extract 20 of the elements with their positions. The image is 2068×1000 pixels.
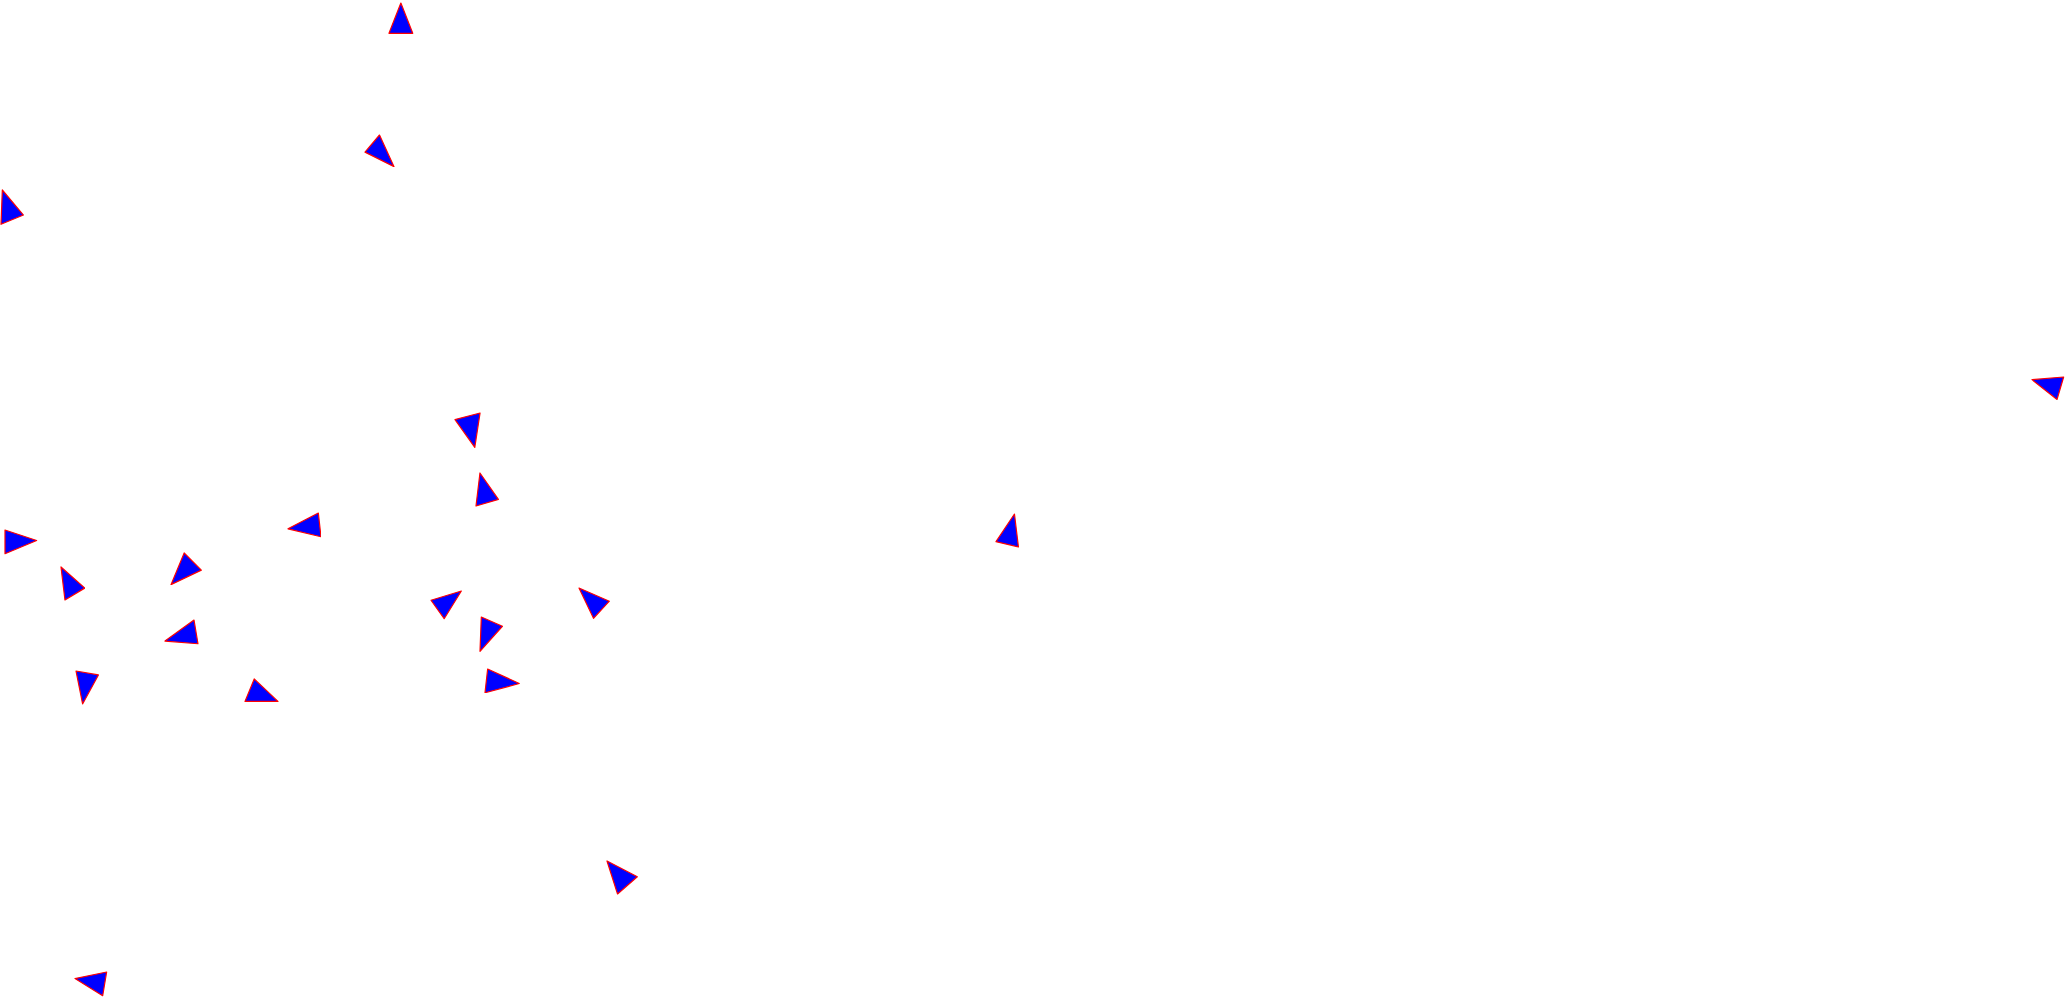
triangle-marker: [163, 618, 199, 645]
triangle-marker: [484, 667, 521, 694]
triangle-marker: [2031, 376, 2065, 401]
triangle-marker: [74, 971, 108, 997]
triangle-marker: [59, 566, 86, 602]
triangle-marker: [4, 529, 38, 555]
triangle-marker: [454, 411, 482, 449]
triangle-marker: [605, 860, 638, 896]
triangle-marker: [430, 589, 463, 620]
triangle-marker: [170, 551, 203, 586]
triangle-marker: [364, 133, 396, 168]
triangle-marker: [578, 587, 611, 620]
triangle-marker: [994, 513, 1020, 549]
triangle-marker: [388, 1, 414, 34]
triangle-marker: [475, 472, 500, 508]
triangle-marker: [286, 512, 322, 538]
triangle-marker: [75, 670, 100, 706]
triangle-marker: [0, 188, 25, 226]
triangle-marker: [244, 678, 280, 703]
triangle-marker: [479, 616, 504, 653]
